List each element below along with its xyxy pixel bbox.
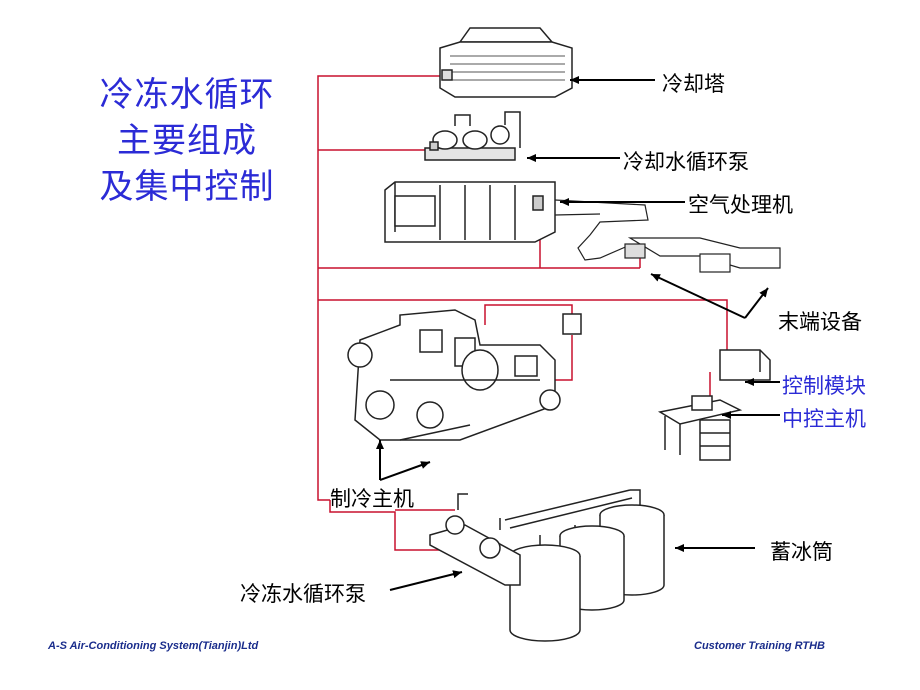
arrow-chiller-right <box>379 461 431 481</box>
label-central-controller: 中控主机 <box>782 407 866 431</box>
control-wiring <box>317 75 728 551</box>
label-terminal-equipment: 末端设备 <box>778 310 862 334</box>
label-air-handler: 空气处理机 <box>688 193 793 217</box>
chilled-water-pumps <box>429 493 521 586</box>
chiller <box>347 309 582 441</box>
title-line-1: 冷冻水循环 <box>99 75 275 115</box>
cooling-water-pumps <box>424 111 521 161</box>
arrow-terminal-to-module <box>744 287 769 319</box>
arrow-chilled-water-pump <box>389 570 463 591</box>
label-chilled-water-pump: 冷冻水循环泵 <box>240 582 366 606</box>
label-cooling-tower: 冷却塔 <box>662 72 725 96</box>
cooling-tower <box>439 27 573 98</box>
central-controller <box>657 395 743 461</box>
label-control-module: 控制模块 <box>782 374 866 398</box>
title-line-2: 主要组成 <box>117 121 257 161</box>
footer-company: A-S Air-Conditioning System(Tianjin)Ltd <box>48 640 259 652</box>
label-ice-storage: 蓄冰筒 <box>770 540 833 564</box>
label-chiller: 制冷主机 <box>330 487 414 511</box>
ice-storage-tanks <box>504 489 665 642</box>
control-module <box>719 349 771 381</box>
pointer-arrows <box>376 76 780 591</box>
slide-title: 冷冻水循环 主要组成 及集中控制 <box>72 72 302 210</box>
footer-course: Customer Training RTHB <box>694 640 825 652</box>
ductwork <box>554 199 781 273</box>
title-line-3: 及集中控制 <box>99 167 275 207</box>
label-cooling-water-pump: 冷却水循环泵 <box>623 150 749 174</box>
arrow-terminal-to-duct <box>650 273 746 319</box>
air-handling-unit <box>384 181 556 243</box>
